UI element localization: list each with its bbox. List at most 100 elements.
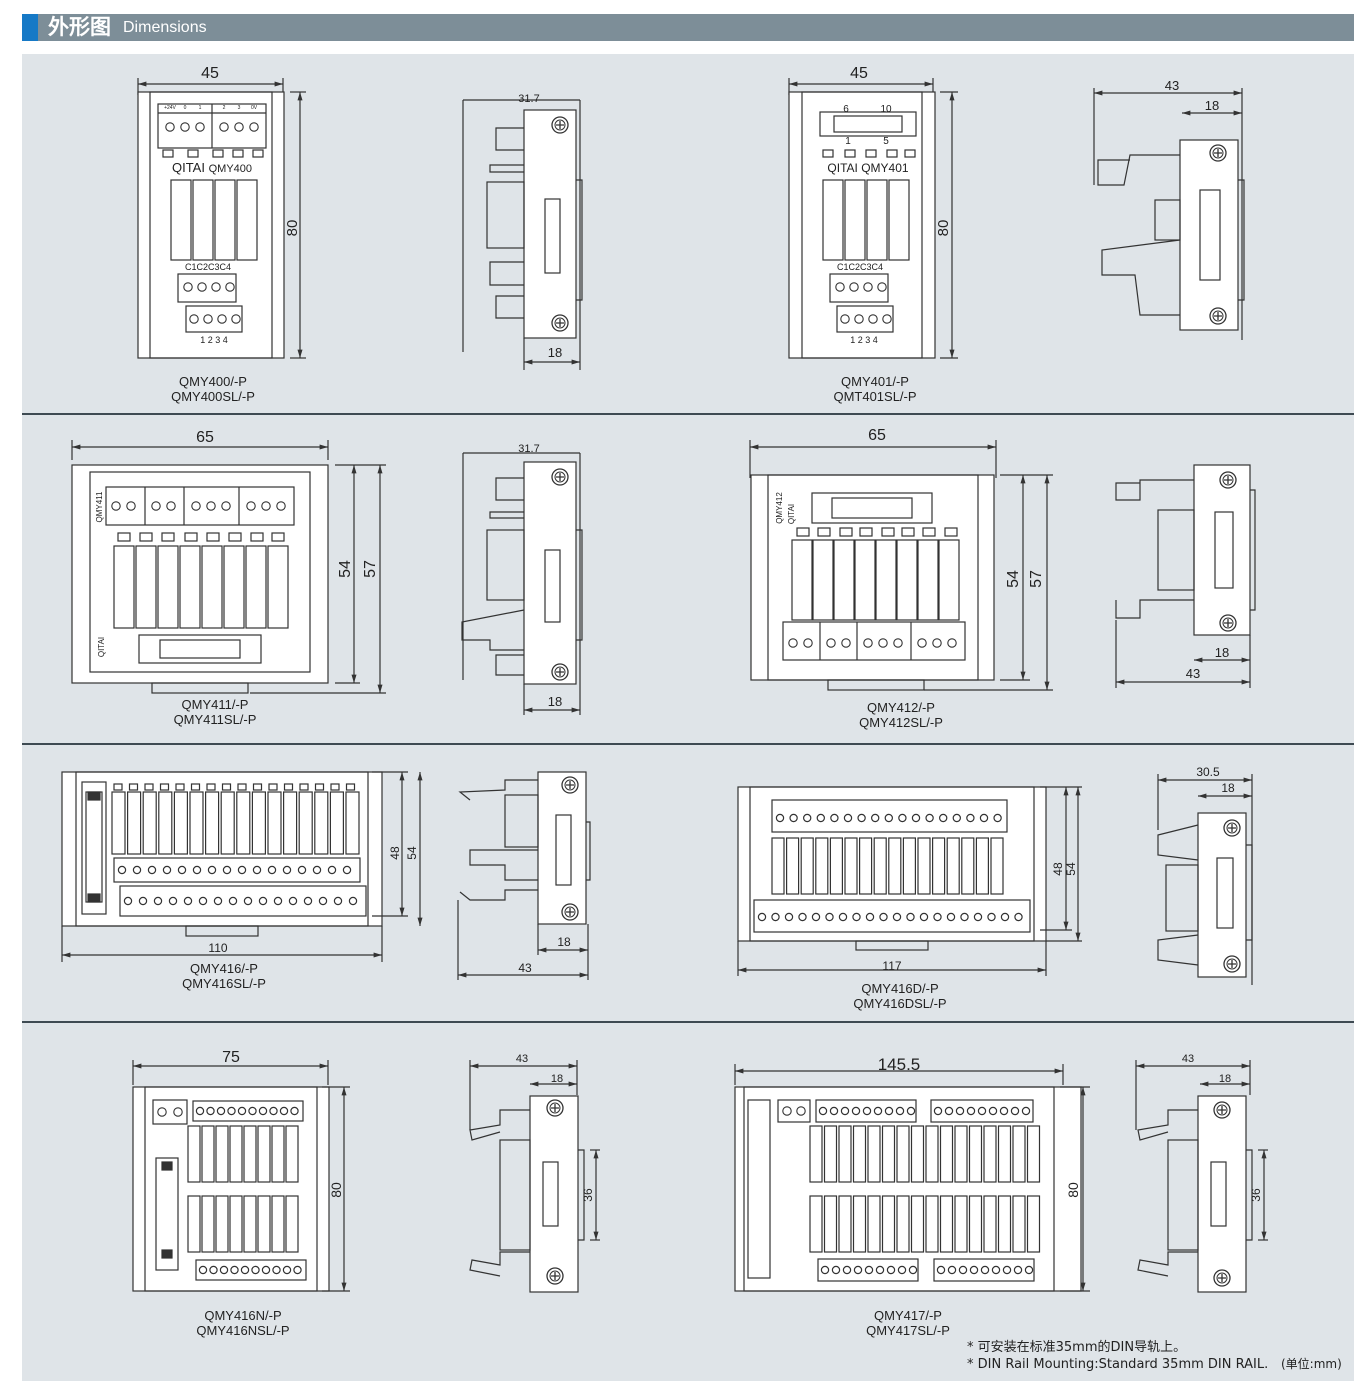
relay-module xyxy=(917,837,931,895)
relay-module xyxy=(285,1195,299,1253)
relay-module xyxy=(173,791,188,855)
qmy401-side-view xyxy=(1093,88,1245,340)
terminal-screw xyxy=(862,1106,872,1116)
led-indicator xyxy=(128,783,139,791)
relay-module xyxy=(838,1195,852,1253)
terminal-screw xyxy=(798,912,807,922)
terminal-screw xyxy=(183,896,193,906)
terminal-screw xyxy=(875,1265,885,1275)
terminal-screw xyxy=(206,1106,215,1116)
dim-label: 18 xyxy=(557,935,571,949)
qmy412-front-view xyxy=(749,440,1053,691)
terminal-screw xyxy=(842,1265,852,1275)
terminal-screw xyxy=(153,896,163,906)
svg-text:1: 1 xyxy=(199,105,202,111)
terminal-screw xyxy=(886,1265,896,1275)
dim-label: 48 xyxy=(1051,862,1065,876)
relay-module xyxy=(142,791,157,855)
relay-module xyxy=(1026,1125,1041,1183)
dim-label: 18 xyxy=(1205,98,1219,113)
relay-module xyxy=(257,1125,271,1183)
svg-text:0: 0 xyxy=(184,105,187,111)
terminal-screw xyxy=(243,896,253,906)
led-indicator xyxy=(221,783,232,791)
terminal-screw xyxy=(784,912,794,922)
terminal-screw xyxy=(857,813,866,823)
relay-module xyxy=(1012,1125,1026,1183)
terminal-screw xyxy=(261,1265,271,1275)
dim-label: 54 xyxy=(1005,570,1022,588)
relay-module xyxy=(931,837,946,895)
terminal-screw xyxy=(209,1265,218,1275)
terminal-screw xyxy=(811,912,821,922)
terminal-screw xyxy=(237,865,247,875)
relay-module xyxy=(1026,1195,1041,1253)
terminal-screw xyxy=(258,1106,268,1116)
terminal-screw xyxy=(1014,912,1023,922)
qmy401-front-view xyxy=(788,78,958,359)
terminal-screw xyxy=(947,1265,957,1275)
terminal-screw xyxy=(884,813,894,823)
relay-module xyxy=(823,1195,838,1253)
led-indicator xyxy=(175,783,185,791)
terminal-screw xyxy=(816,813,826,823)
relay-module xyxy=(215,1195,229,1253)
terminal-screw xyxy=(219,1265,229,1275)
terminal-screw xyxy=(237,1106,247,1116)
dim-label: 43 xyxy=(1182,1053,1194,1065)
relay-module xyxy=(251,791,266,855)
terminal-screw xyxy=(829,1106,839,1116)
relay-module xyxy=(881,1195,896,1253)
terminal-labels: C1C2C3C4 xyxy=(185,262,231,272)
dim-label: 57 xyxy=(362,560,379,578)
dim-label: 18 xyxy=(551,1073,563,1085)
relay-module xyxy=(809,1125,823,1183)
terminal-screw xyxy=(969,1265,979,1275)
terminal-labels: C1C2C3C4 xyxy=(837,262,883,272)
row-divider xyxy=(22,413,1354,415)
relay-module xyxy=(298,791,313,855)
relay-module xyxy=(809,1195,823,1253)
qmy417-front-view xyxy=(734,1064,1090,1292)
terminal-screw xyxy=(825,912,834,922)
dim-label: 80 xyxy=(1065,1182,1081,1198)
terminal-screw xyxy=(1013,1265,1023,1275)
terminal-screw xyxy=(892,912,902,922)
terminal-screw xyxy=(897,1265,907,1275)
terminal-screw xyxy=(946,912,956,922)
terminal-screw xyxy=(955,1106,965,1116)
section-header: 外形图 Dimensions xyxy=(22,14,1354,41)
dim-label: 54 xyxy=(405,846,419,860)
relay-module xyxy=(990,837,1004,895)
terminal-numbers: 1 2 3 4 xyxy=(200,335,228,345)
relay-module xyxy=(997,1125,1012,1183)
terminal-screw xyxy=(864,1265,874,1275)
terminal-screw xyxy=(252,865,262,875)
terminal-screw xyxy=(991,1265,1001,1275)
relay-module xyxy=(257,1195,271,1253)
model-text: QMY412 xyxy=(775,492,784,524)
led-indicator xyxy=(268,783,278,791)
terminal-screw xyxy=(273,896,283,906)
relay-module xyxy=(267,791,282,855)
relay-module xyxy=(205,791,220,855)
terminal-screw xyxy=(251,1265,260,1275)
relay-module xyxy=(187,1125,201,1183)
terminal-screw xyxy=(117,865,127,875)
relay-module xyxy=(229,1195,243,1253)
relay-module xyxy=(925,1195,939,1253)
terminal-screw xyxy=(198,896,208,906)
terminal-screw xyxy=(830,813,839,823)
relay-module xyxy=(158,791,173,855)
qmy416d-front-view xyxy=(737,786,1082,976)
relay-module xyxy=(215,1125,229,1183)
led-indicator xyxy=(345,783,356,791)
terminal-screw xyxy=(908,1265,918,1275)
terminal-screw xyxy=(987,912,996,922)
terminal-screw xyxy=(207,865,217,875)
brand-text: QITAI xyxy=(97,637,106,657)
dim-label: 57 xyxy=(1028,570,1045,588)
terminal-screw xyxy=(911,813,921,823)
dim-label: 18 xyxy=(1219,1073,1231,1085)
